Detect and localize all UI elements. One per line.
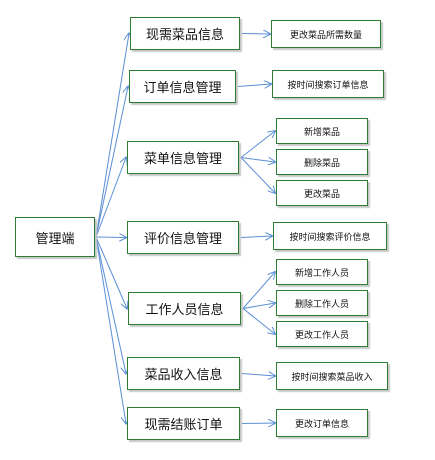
arrow-module-to-action <box>242 272 275 309</box>
arrow-module-to-action <box>240 236 272 238</box>
arrow-root-to-module <box>95 236 127 309</box>
module-node: 菜品收入信息 <box>127 357 240 390</box>
arrow-root-to-module <box>95 236 126 424</box>
action-node: 按时间搜索菜品收入 <box>276 362 388 390</box>
action-node: 更改工作人员 <box>276 321 368 347</box>
action-node: 更改菜品 <box>276 180 368 206</box>
action-node: 更改菜品所需数量 <box>271 20 381 48</box>
arrow-root-to-module <box>95 236 126 374</box>
action-node: 按时间搜索订单信息 <box>272 70 384 98</box>
arrow-module-to-action <box>240 157 275 194</box>
module-node: 评价信息管理 <box>127 221 239 254</box>
arrow-root-to-module <box>95 158 126 238</box>
arrow-module-to-action <box>241 374 275 377</box>
action-node: 删除工作人员 <box>276 290 368 316</box>
action-node: 新增菜品 <box>276 118 368 144</box>
action-node: 新增工作人员 <box>276 259 368 285</box>
root-node: 管理端 <box>15 217 95 257</box>
arrow-root-to-module <box>95 34 129 238</box>
action-node: 更改订单信息 <box>276 409 368 437</box>
module-node: 菜单信息管理 <box>127 141 239 174</box>
module-node: 现需结账订单 <box>127 407 240 440</box>
arrow-module-to-action <box>241 423 275 424</box>
module-node: 现需菜品信息 <box>130 17 240 50</box>
action-node: 删除菜品 <box>276 149 368 175</box>
arrow-module-to-action <box>240 131 275 158</box>
arrow-module-to-action <box>242 308 275 335</box>
arrow-module-to-action <box>237 84 271 87</box>
action-node: 按时间搜索评价信息 <box>273 222 387 250</box>
arrow-module-to-action <box>240 157 275 163</box>
arrow-root-to-module <box>95 237 126 238</box>
arrow-root-to-module <box>95 87 128 238</box>
module-node: 订单信息管理 <box>129 70 236 103</box>
arrow-module-to-action <box>241 34 270 35</box>
arrow-module-to-action <box>242 303 275 309</box>
module-node: 工作人员信息 <box>128 292 241 325</box>
